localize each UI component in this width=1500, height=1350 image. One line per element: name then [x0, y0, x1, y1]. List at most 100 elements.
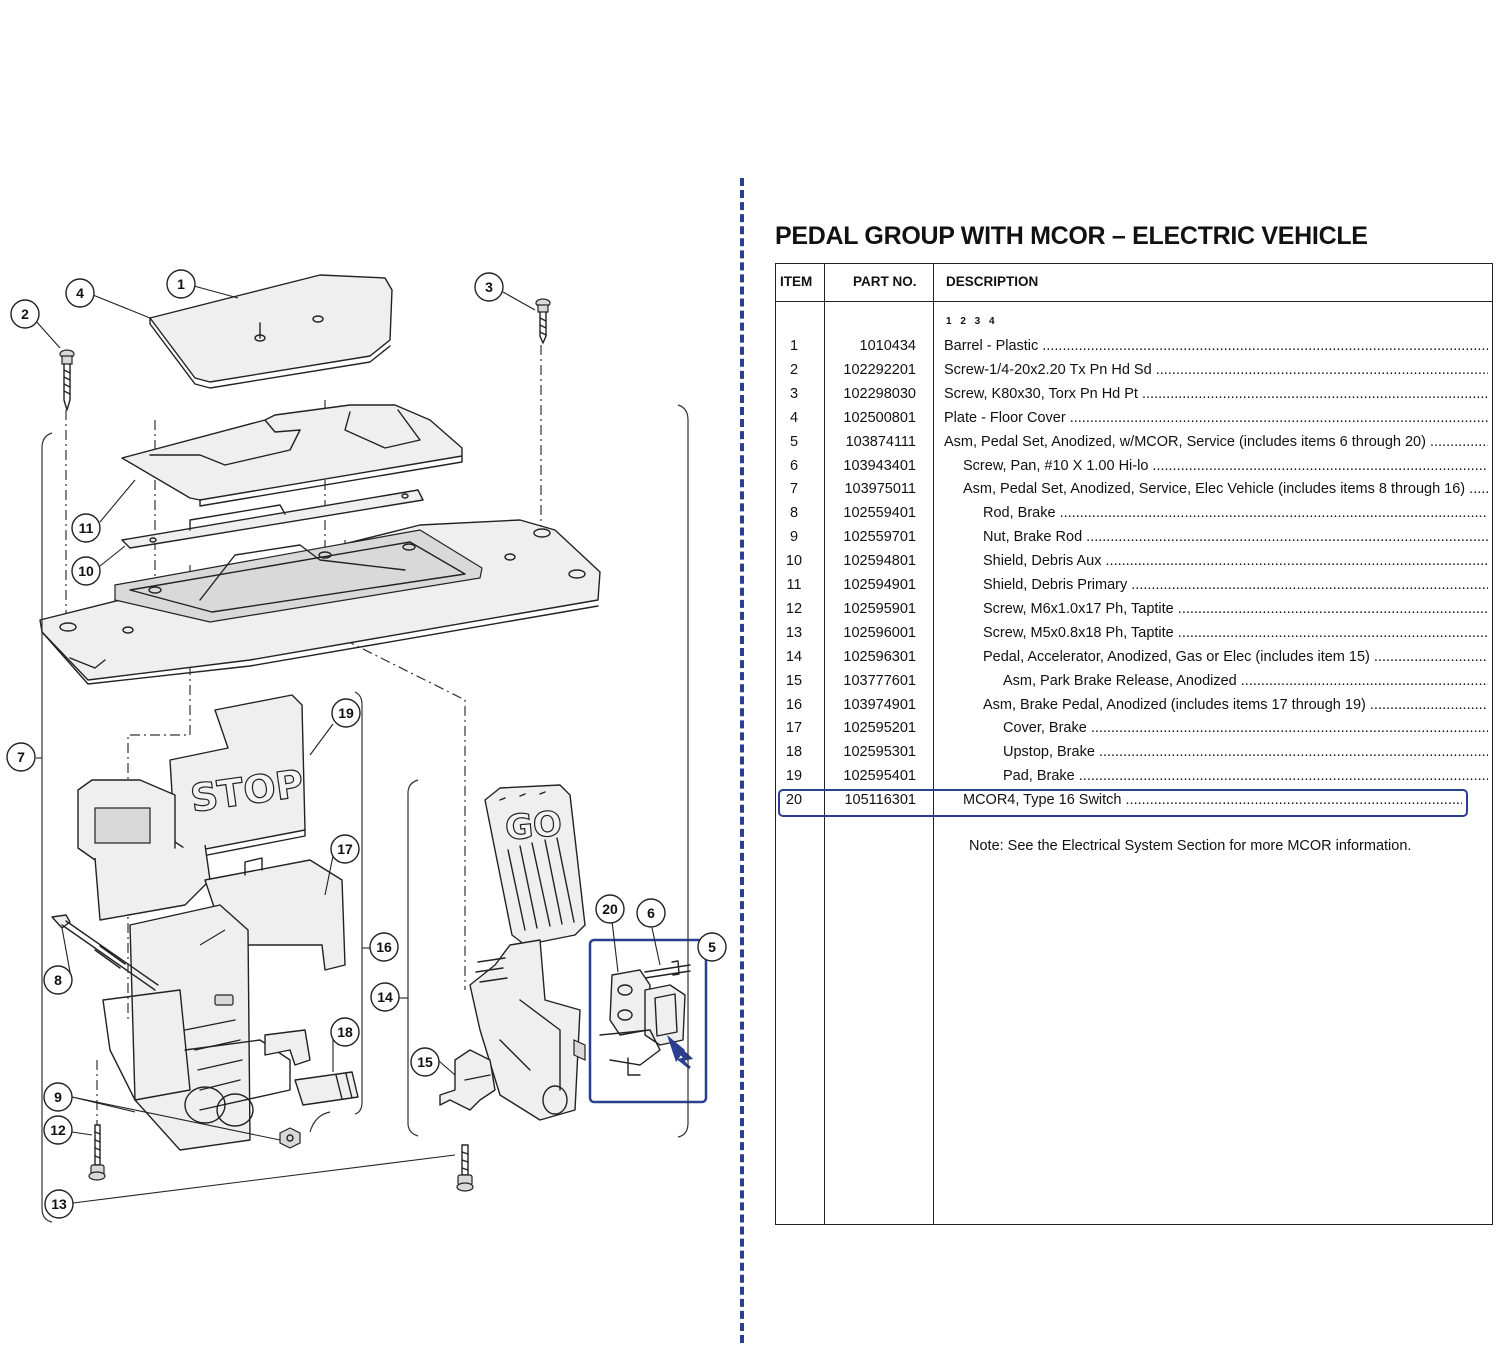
callout-7: 7 [6, 742, 36, 772]
part-number: 102500801 [843, 409, 916, 426]
group-brackets [41, 404, 689, 1223]
header-divider [776, 301, 1492, 302]
callout-10: 10 [71, 556, 101, 586]
mcor-highlight-box [588, 938, 708, 1104]
column-divider [933, 264, 934, 1224]
part-description: Asm, Pedal Set, Anodized, Service, Elec … [963, 477, 1488, 501]
callout-16: 16 [369, 932, 399, 962]
mcor-row-highlight [778, 789, 1468, 817]
part-number: 103943401 [843, 457, 916, 474]
svg-text:14: 14 [377, 989, 393, 1005]
svg-text:17: 17 [337, 841, 353, 857]
park-brake-release [439, 1049, 496, 1111]
item-number: 15 [785, 672, 803, 689]
item-number: 12 [785, 600, 803, 617]
item-number: 4 [789, 409, 799, 426]
svg-text:12: 12 [50, 1122, 66, 1138]
table-row: 7 103975011 Asm, Pedal Set, Anodized, Serv… [776, 477, 1492, 501]
callout-5: 5 [697, 932, 727, 962]
part-number: 102595301 [843, 744, 916, 761]
callout-6: 6 [636, 898, 666, 928]
part-description: Plate - Floor Cover [944, 406, 1488, 430]
item-number: 18 [785, 744, 803, 761]
item-number: 7 [789, 481, 799, 498]
part-description: Screw-1/4-20x2.20 Tx Pn Hd Sd [944, 358, 1488, 382]
table-row: 1 1010434 Barrel - Plastic [776, 334, 1492, 358]
callout-15: 15 [410, 1047, 440, 1077]
part-description: Screw, Pan, #10 X 1.00 Hi-lo [963, 454, 1488, 478]
part-description: Pad, Brake [1003, 764, 1488, 788]
part-number: 102594801 [843, 553, 916, 570]
svg-text:10: 10 [78, 563, 94, 579]
part-description: Asm, Brake Pedal, Anodized (includes ite… [983, 693, 1488, 717]
part-number: 103874111 [845, 433, 916, 450]
column-divider [824, 264, 825, 1224]
part-description: Screw, M6x1.0x17 Ph, Taptite [983, 597, 1488, 621]
item-number: 5 [789, 433, 799, 450]
header-item: ITEM [780, 274, 813, 289]
part-description: Upstop, Brake [1003, 740, 1488, 764]
part-description: MCOR4, Type 16 Switch [963, 788, 1462, 812]
screw-3 [535, 298, 551, 344]
svg-text:6: 6 [647, 905, 655, 921]
callout-13: 13 [44, 1189, 74, 1219]
item-number: 17 [785, 720, 803, 737]
callout-18: 18 [330, 1017, 360, 1047]
accelerator-pedal-assembly: GO [469, 784, 586, 1121]
item-number: 14 [785, 648, 803, 665]
callout-17: 17 [330, 834, 360, 864]
item-number: 9 [789, 529, 799, 546]
part-number: 1010434 [859, 338, 916, 354]
part-description: Rod, Brake [983, 501, 1488, 525]
part-number: 103777601 [843, 672, 916, 689]
part-number: 102595201 [843, 720, 916, 737]
svg-text:13: 13 [51, 1196, 67, 1212]
table-row: 10 102594801 Shield, Debris Aux [776, 549, 1492, 573]
part-description: Cover, Brake [1003, 716, 1488, 740]
part-number: 102596001 [843, 624, 916, 641]
item-number: 16 [785, 696, 803, 713]
svg-text:11: 11 [79, 520, 94, 536]
part-number: 103974901 [843, 696, 916, 713]
svg-text:5: 5 [708, 939, 716, 955]
callout-14: 14 [370, 982, 400, 1012]
part-number: 102559701 [843, 529, 916, 546]
footnote: Note: See the Electrical System Section … [969, 838, 1412, 854]
part-number: 103975011 [844, 481, 916, 498]
table-row: 5 103874111 Asm, Pedal Set, Anodized, w/MC… [776, 430, 1492, 454]
item-number: 10 [785, 553, 803, 570]
part-number: 105116301 [844, 792, 916, 809]
part-number: 102594901 [843, 577, 916, 593]
item-number: 13 [785, 624, 803, 641]
mcor-switch-assembly [599, 960, 694, 1076]
svg-text:16: 16 [376, 939, 392, 955]
part-description: Screw, K80x30, Torx Pn Hd Pt [944, 382, 1488, 406]
svg-text:2: 2 [21, 306, 29, 322]
item-number: 19 [785, 768, 803, 785]
svg-text:15: 15 [417, 1054, 433, 1070]
callout-12: 12 [43, 1115, 73, 1145]
callout-4: 4 [65, 278, 95, 308]
item-number: 11 [786, 577, 802, 593]
callout-9: 9 [43, 1082, 73, 1112]
part-description: Barrel - Plastic [944, 334, 1488, 358]
part-description: Asm, Park Brake Release, Anodized [1003, 669, 1488, 693]
part-number: 102292201 [843, 361, 916, 378]
screw-2 [59, 349, 75, 411]
part-description: Asm, Pedal Set, Anodized, w/MCOR, Servic… [944, 430, 1488, 454]
svg-text:3: 3 [485, 279, 493, 295]
part-description: Nut, Brake Rod [983, 525, 1488, 549]
part-description: Shield, Debris Aux [983, 549, 1488, 573]
part-number: 102596301 [843, 648, 916, 665]
table-row: 9 102559701 Nut, Brake Rod [776, 525, 1492, 549]
callout-20: 20 [595, 894, 625, 924]
header-description: DESCRIPTION [946, 274, 1039, 289]
svg-text:7: 7 [17, 749, 25, 765]
item-number: 1 [789, 338, 799, 354]
